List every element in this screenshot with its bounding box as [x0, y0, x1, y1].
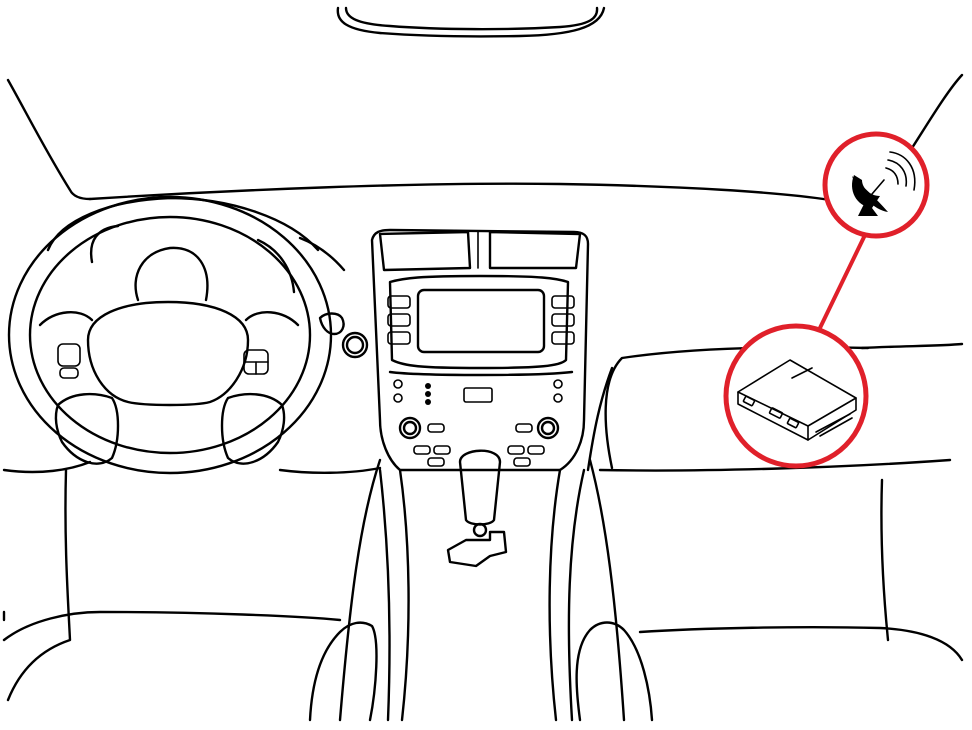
rearview-mirror: [338, 8, 604, 36]
module-callout: [726, 326, 866, 466]
windshield-frame: [8, 75, 962, 200]
gear-shifter: [448, 451, 506, 566]
callout-connector: [818, 235, 865, 332]
antenna-callout: [825, 134, 927, 236]
ignition-button: [343, 333, 367, 357]
steering-wheel: [9, 197, 331, 473]
center-console: [372, 230, 588, 470]
console-tunnel: [340, 460, 624, 720]
instrument-cluster: [48, 198, 344, 300]
front-seats: [4, 470, 962, 720]
